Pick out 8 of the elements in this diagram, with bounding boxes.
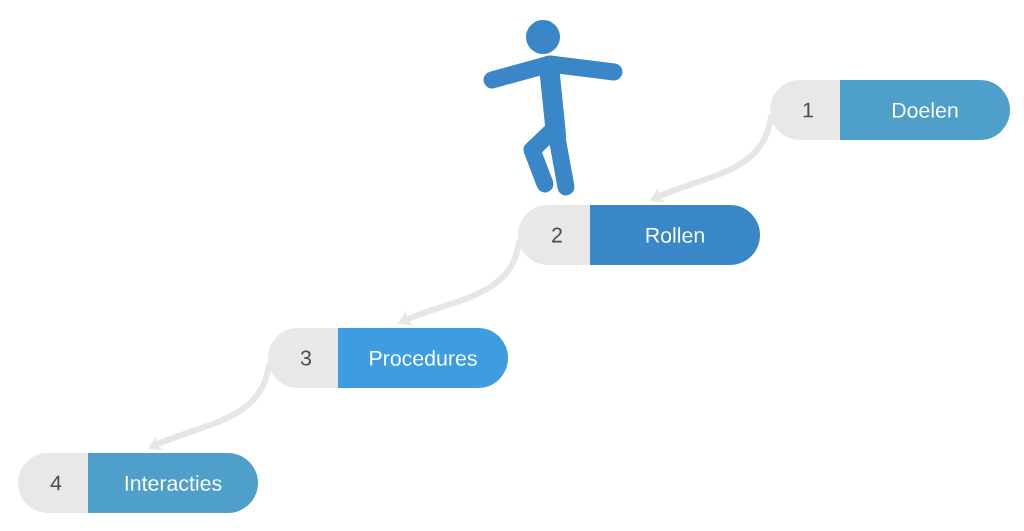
node-label: 1 (803, 102, 813, 118)
node-label: 2 (552, 227, 562, 243)
step-pill: 3 Procedures (268, 328, 508, 388)
step-pill: 1 Doelen (770, 80, 1010, 140)
node-label: 4 (50, 475, 62, 491)
step-pill: 4 Interacties (18, 453, 258, 513)
node-label: 3 (300, 350, 311, 366)
step-pill: 2 Rollen (518, 205, 760, 265)
